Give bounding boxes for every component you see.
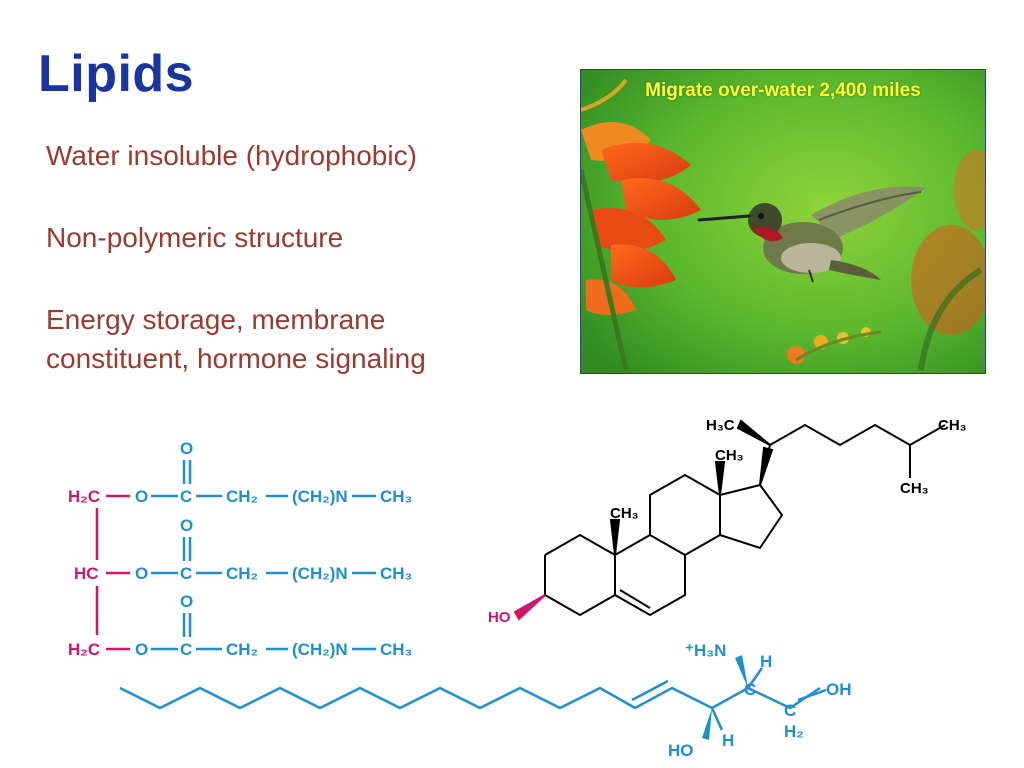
lipid-structures: H₂C O C O CH₂ (CH₂)N CH₃ HC O C O CH₂ (C… [68, 417, 967, 760]
cholesterol-ch3-end: CH₃ [938, 417, 967, 434]
cholesterol-ch3-branch: CH₃ [900, 480, 929, 497]
bullet-functions: Energy storage, membrane constituent, ho… [46, 300, 546, 378]
row1-carbonyl-o: O [180, 439, 193, 458]
row2-c: C [180, 564, 192, 583]
cholesterol-ch3-c19: CH₃ [610, 505, 639, 522]
row2-chain: (CH₂)N [292, 564, 348, 583]
triglyceride-structure: H₂C O C O CH₂ (CH₂)N CH₃ HC O C O CH₂ (C… [68, 439, 412, 659]
bullet-functions-line2: constituent, hormone signaling [46, 343, 426, 374]
sphingosine-nh3: ⁺H₃N [685, 641, 726, 660]
row3-chain: (CH₂)N [292, 640, 348, 659]
row1-chain: (CH₂)N [292, 487, 348, 506]
row2-hc: HC [74, 564, 99, 583]
row1-h2c: H₂C [68, 487, 100, 506]
cholesterol-h3c: H₃C [706, 417, 735, 434]
sphingosine-ho: HO [668, 741, 694, 760]
row3-carbonyl-o: O [180, 592, 193, 611]
row3-h2c: H₂C [68, 640, 100, 659]
row1-ch3: CH₃ [380, 487, 412, 506]
row2-ch3: CH₃ [380, 564, 412, 583]
row2-carbonyl-o: O [180, 516, 193, 535]
bullet-functions-line1: Energy storage, membrane [46, 304, 386, 335]
sphingosine-c-right: C [784, 701, 796, 720]
sphingosine-structure: ⁺H₃N H C OH C H₂ HO H [119, 641, 852, 760]
row1-o: O [135, 487, 148, 506]
sphingosine-oh: OH [826, 680, 852, 699]
row1-c: C [180, 487, 192, 506]
bullet-non-polymeric: Non-polymeric structure [46, 222, 344, 253]
row3-ch3: CH₃ [380, 640, 412, 659]
row2-ch2: CH₂ [226, 564, 258, 583]
sphingosine-h2: H₂ [784, 722, 804, 741]
photo-caption: Migrate over-water 2,400 miles [645, 80, 921, 101]
hummingbird-icon [697, 186, 926, 283]
sphingosine-h-top: H [760, 652, 772, 671]
row1-ch2: CH₂ [226, 487, 258, 506]
cholesterol-ho: HO [488, 609, 511, 626]
slide-title: Lipids [38, 45, 195, 103]
row3-ch2: CH₂ [226, 640, 258, 659]
photo-illustration [581, 70, 985, 373]
row3-c: C [180, 640, 192, 659]
row3-o: O [135, 640, 148, 659]
sphingosine-h-bottom: H [722, 731, 734, 750]
hummingbird-photo: Migrate over-water 2,400 miles [580, 69, 986, 374]
cholesterol-structure [513, 419, 946, 621]
bullet-list: Water insoluble (hydrophobic) Non-polyme… [46, 136, 546, 378]
sphingosine-c-center: C [744, 680, 756, 699]
bullet-hydrophobic: Water insoluble (hydrophobic) [46, 140, 417, 171]
cholesterol-ch3-c18: CH₃ [715, 447, 744, 464]
row2-o: O [135, 564, 148, 583]
